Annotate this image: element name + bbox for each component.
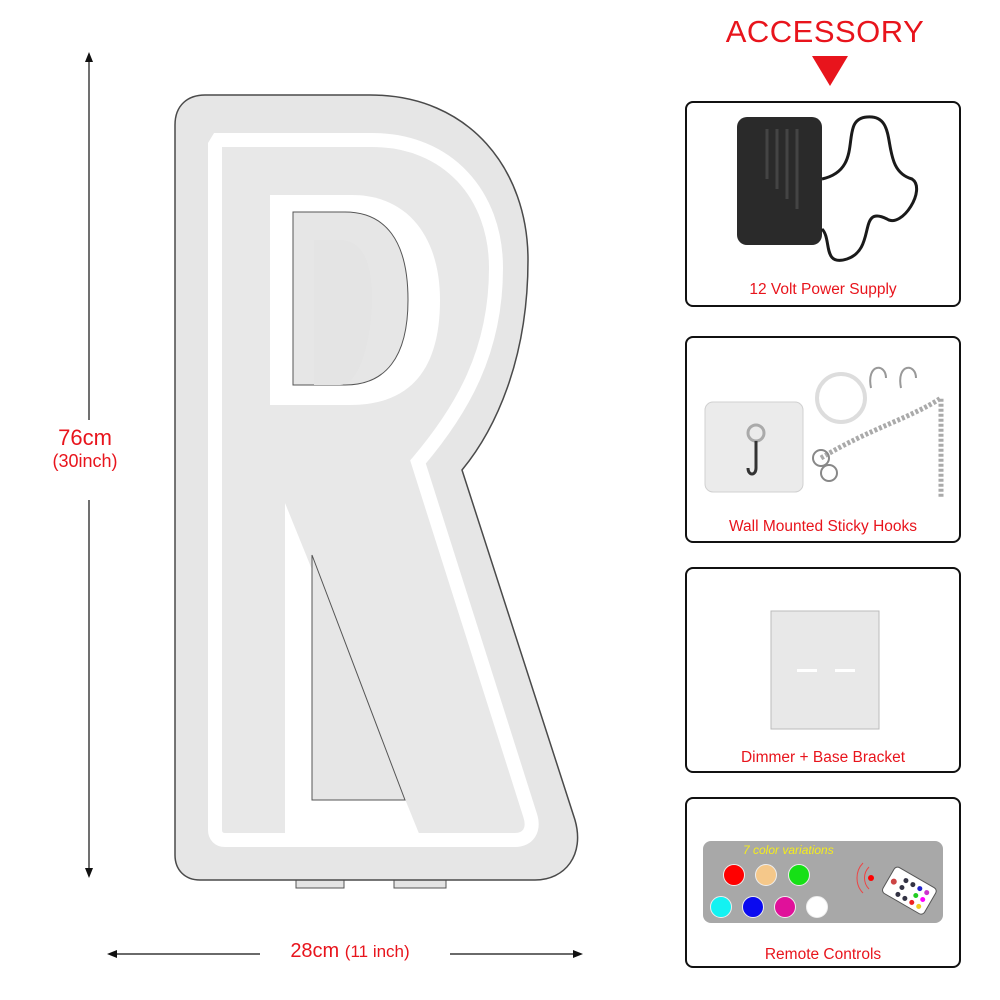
accessory-sticky-hooks: Wall Mounted Sticky Hooks bbox=[685, 336, 961, 543]
height-dimension-arrow bbox=[85, 52, 93, 878]
accessory-base-bracket: Dimmer + Base Bracket bbox=[685, 567, 961, 773]
color-dot-blue bbox=[742, 896, 764, 918]
width-label: 28cm (11 inch) bbox=[250, 940, 450, 963]
height-in: (30inch) bbox=[52, 451, 118, 471]
remote-control-icon bbox=[856, 862, 937, 915]
power-supply-label: 12 Volt Power Supply bbox=[749, 281, 897, 298]
inner-leg-cutout bbox=[311, 554, 406, 801]
color-dot-magenta bbox=[774, 896, 796, 918]
hooks-chain-icon bbox=[704, 366, 944, 498]
color-dot-red bbox=[723, 864, 745, 886]
width-in: (11 inch) bbox=[344, 942, 410, 961]
color-options-box: 7 color variations bbox=[703, 841, 943, 923]
remote-controls-label: Remote Controls bbox=[764, 946, 882, 963]
accessory-remote-controls: 7 color variations Remote Controls bbox=[685, 797, 961, 968]
color-dot-cyan bbox=[710, 896, 732, 918]
height-label: 76cm (30inch) bbox=[30, 425, 140, 472]
color-dot-white bbox=[806, 896, 828, 918]
color-dot-green bbox=[788, 864, 810, 886]
width-cm: 28cm bbox=[290, 940, 340, 962]
down-arrow-icon bbox=[812, 56, 848, 86]
color-dot-warm bbox=[755, 864, 777, 886]
accessory-power-supply: 12 Volt Power Supply bbox=[685, 101, 961, 307]
base-bracket-icon bbox=[770, 610, 880, 730]
power-adapter-icon bbox=[737, 115, 919, 262]
color-variations-caption: 7 color variations bbox=[743, 843, 834, 857]
sticky-hooks-label: Wall Mounted Sticky Hooks bbox=[728, 518, 918, 535]
width-dimension-arrow bbox=[107, 950, 583, 958]
base-bracket-label: Dimmer + Base Bracket bbox=[740, 749, 906, 766]
height-cm: 76cm bbox=[58, 425, 112, 450]
accessory-title: ACCESSORY bbox=[725, 14, 925, 49]
letter-r-sign bbox=[174, 94, 579, 889]
